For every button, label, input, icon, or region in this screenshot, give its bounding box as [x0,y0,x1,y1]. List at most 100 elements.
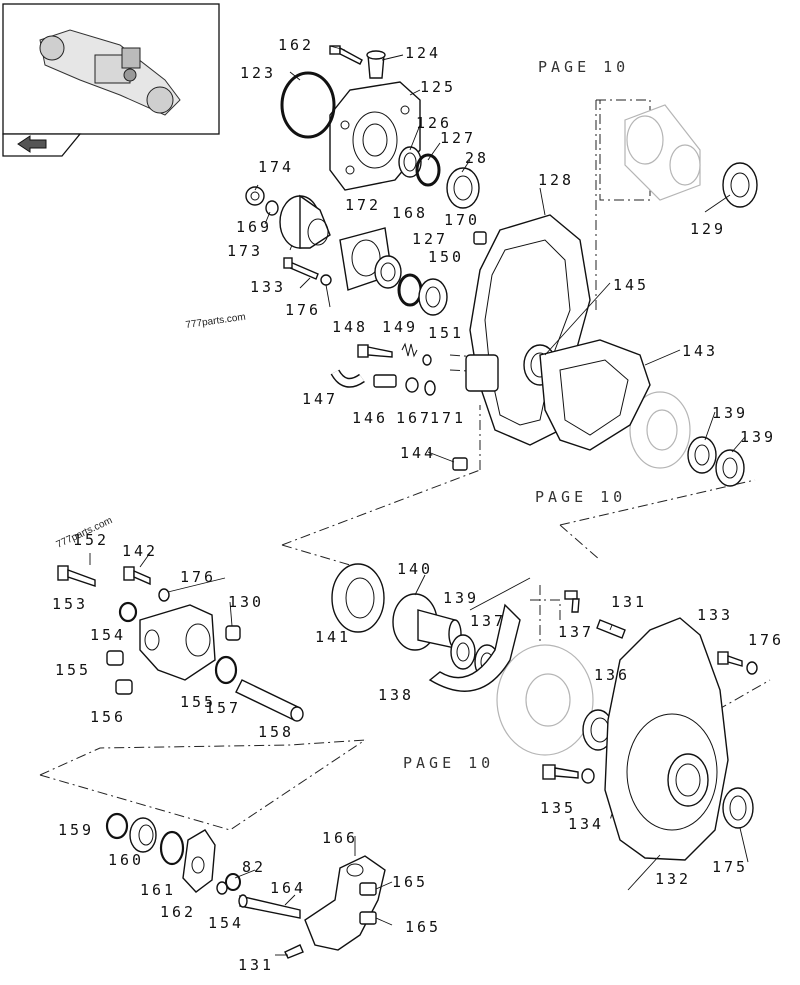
label-125: 125 [420,78,456,96]
label-144: 144 [400,444,436,462]
part-133-bolt-b[interactable] [717,651,743,667]
label-155-b: 155 [180,693,216,711]
watermark-text: 777parts.com [185,312,247,331]
part-175-seal[interactable] [722,787,754,829]
part-173-flange[interactable] [279,194,331,249]
part-176-washer-c[interactable] [746,661,758,675]
label-141: 141 [315,628,351,646]
label-154-b: 154 [208,914,244,932]
label-157: 157 [205,699,241,717]
label-126: 126 [416,114,452,132]
part-82-oring[interactable] [225,873,241,891]
part-127-oring[interactable] [415,153,441,187]
part-165-pad-a[interactable] [359,882,377,896]
part-139-bearing-a[interactable] [687,436,717,474]
label-131: 131 [611,593,647,611]
label-165-a: 165 [392,873,428,891]
label-147: 147 [302,390,338,408]
part-167-washer[interactable] [405,377,419,393]
label-129: 129 [690,220,726,238]
part-166-fork[interactable] [304,855,386,951]
part-170-plug[interactable] [473,231,487,245]
page-ref-top[interactable]: PAGE 10 [538,58,629,76]
part-130-pin[interactable] [225,625,241,641]
part-135-shield[interactable] [428,603,521,692]
label-168: 168 [392,204,428,222]
part-132-housing[interactable] [604,617,729,861]
part-150-bearing[interactable] [418,278,448,316]
part-159-oring[interactable] [105,812,129,840]
part-148-bolt[interactable] [357,344,393,358]
part-168-seal[interactable] [374,255,402,289]
part-176-washer-b[interactable] [158,588,170,602]
ghost-gear-page10-b [496,644,594,756]
part-154-ring[interactable] [216,881,228,895]
part-162-plate[interactable] [182,829,216,893]
label-172: 172 [345,196,381,214]
part-141-coupling[interactable] [331,563,385,633]
part-152-bolt[interactable] [57,565,96,587]
part-139-bearing-c[interactable] [450,634,476,670]
label-152: 152 [73,531,109,549]
part-153-oring[interactable] [118,601,138,623]
part-142-bolt[interactable] [123,566,151,586]
part-135-bolt[interactable] [542,764,579,780]
part-133-bolt[interactable] [283,257,319,280]
part-151-ring[interactable] [422,354,432,366]
part-143-cover[interactable] [539,339,651,451]
part-156-plug-a[interactable] [106,650,124,666]
part-129-bearing[interactable] [722,162,758,208]
part-123-oring[interactable] [280,71,336,139]
part-160-bushing[interactable] [129,817,157,853]
page-ref-bottom[interactable]: PAGE 10 [403,754,494,772]
label-123: 123 [240,64,276,82]
part-158-shaft[interactable] [235,679,304,722]
leader-lines [89,45,749,956]
label-154: 154 [90,626,126,644]
part-162-bolt[interactable] [329,45,363,65]
label-131-b: 131 [238,956,274,974]
label-124: 124 [405,44,441,62]
part-171-ring[interactable] [424,380,436,396]
part-126-ring[interactable] [398,146,422,178]
ghost-gear-page10-a [629,391,691,469]
part-134-washer[interactable] [581,768,595,784]
part-161-oring[interactable] [159,830,185,866]
ghost-shaft-page10 [624,104,701,201]
label-160: 160 [108,851,144,869]
part-146-fitting[interactable] [373,374,397,388]
part-124-plug[interactable] [366,50,386,79]
part-156-plug-b[interactable] [115,679,133,695]
part-147-hose[interactable] [330,369,365,388]
part-137-bolt[interactable] [564,590,580,613]
part-140-gear[interactable] [392,593,462,651]
label-162-b: 162 [160,903,196,921]
part-155-bracket[interactable] [139,604,216,681]
part-164-shaft[interactable] [238,894,301,919]
part-157-ring[interactable] [214,655,238,685]
label-175: 175 [712,858,748,876]
part-139-bearing-b[interactable] [715,449,745,487]
label-159: 159 [58,821,94,839]
label-146: 146 [352,409,388,427]
axle-thumbnail-image [39,29,181,116]
label-151: 151 [428,324,464,342]
part-174-nut[interactable] [245,186,265,206]
part-131-pin[interactable] [596,619,626,639]
part-144-plug[interactable] [452,457,468,471]
part-169-washer[interactable] [265,200,279,216]
label-167: 167 [396,409,432,427]
part-149-spring[interactable] [401,342,418,358]
navigation-arrow-icon[interactable] [17,135,47,153]
part-131-pin-b[interactable] [284,944,304,959]
label-136: 136 [594,666,630,684]
part-28-bearing[interactable] [446,167,480,209]
thumbnail-panel[interactable] [2,3,220,157]
label-127: 127 [440,129,476,147]
label-138: 138 [378,686,414,704]
part-125-cover[interactable] [329,81,421,191]
page-ref-middle[interactable]: PAGE 10 [535,488,626,506]
part-176-washer[interactable] [320,274,332,286]
part-127-oring-b[interactable] [397,273,423,307]
part-165-pad-b[interactable] [359,911,377,925]
